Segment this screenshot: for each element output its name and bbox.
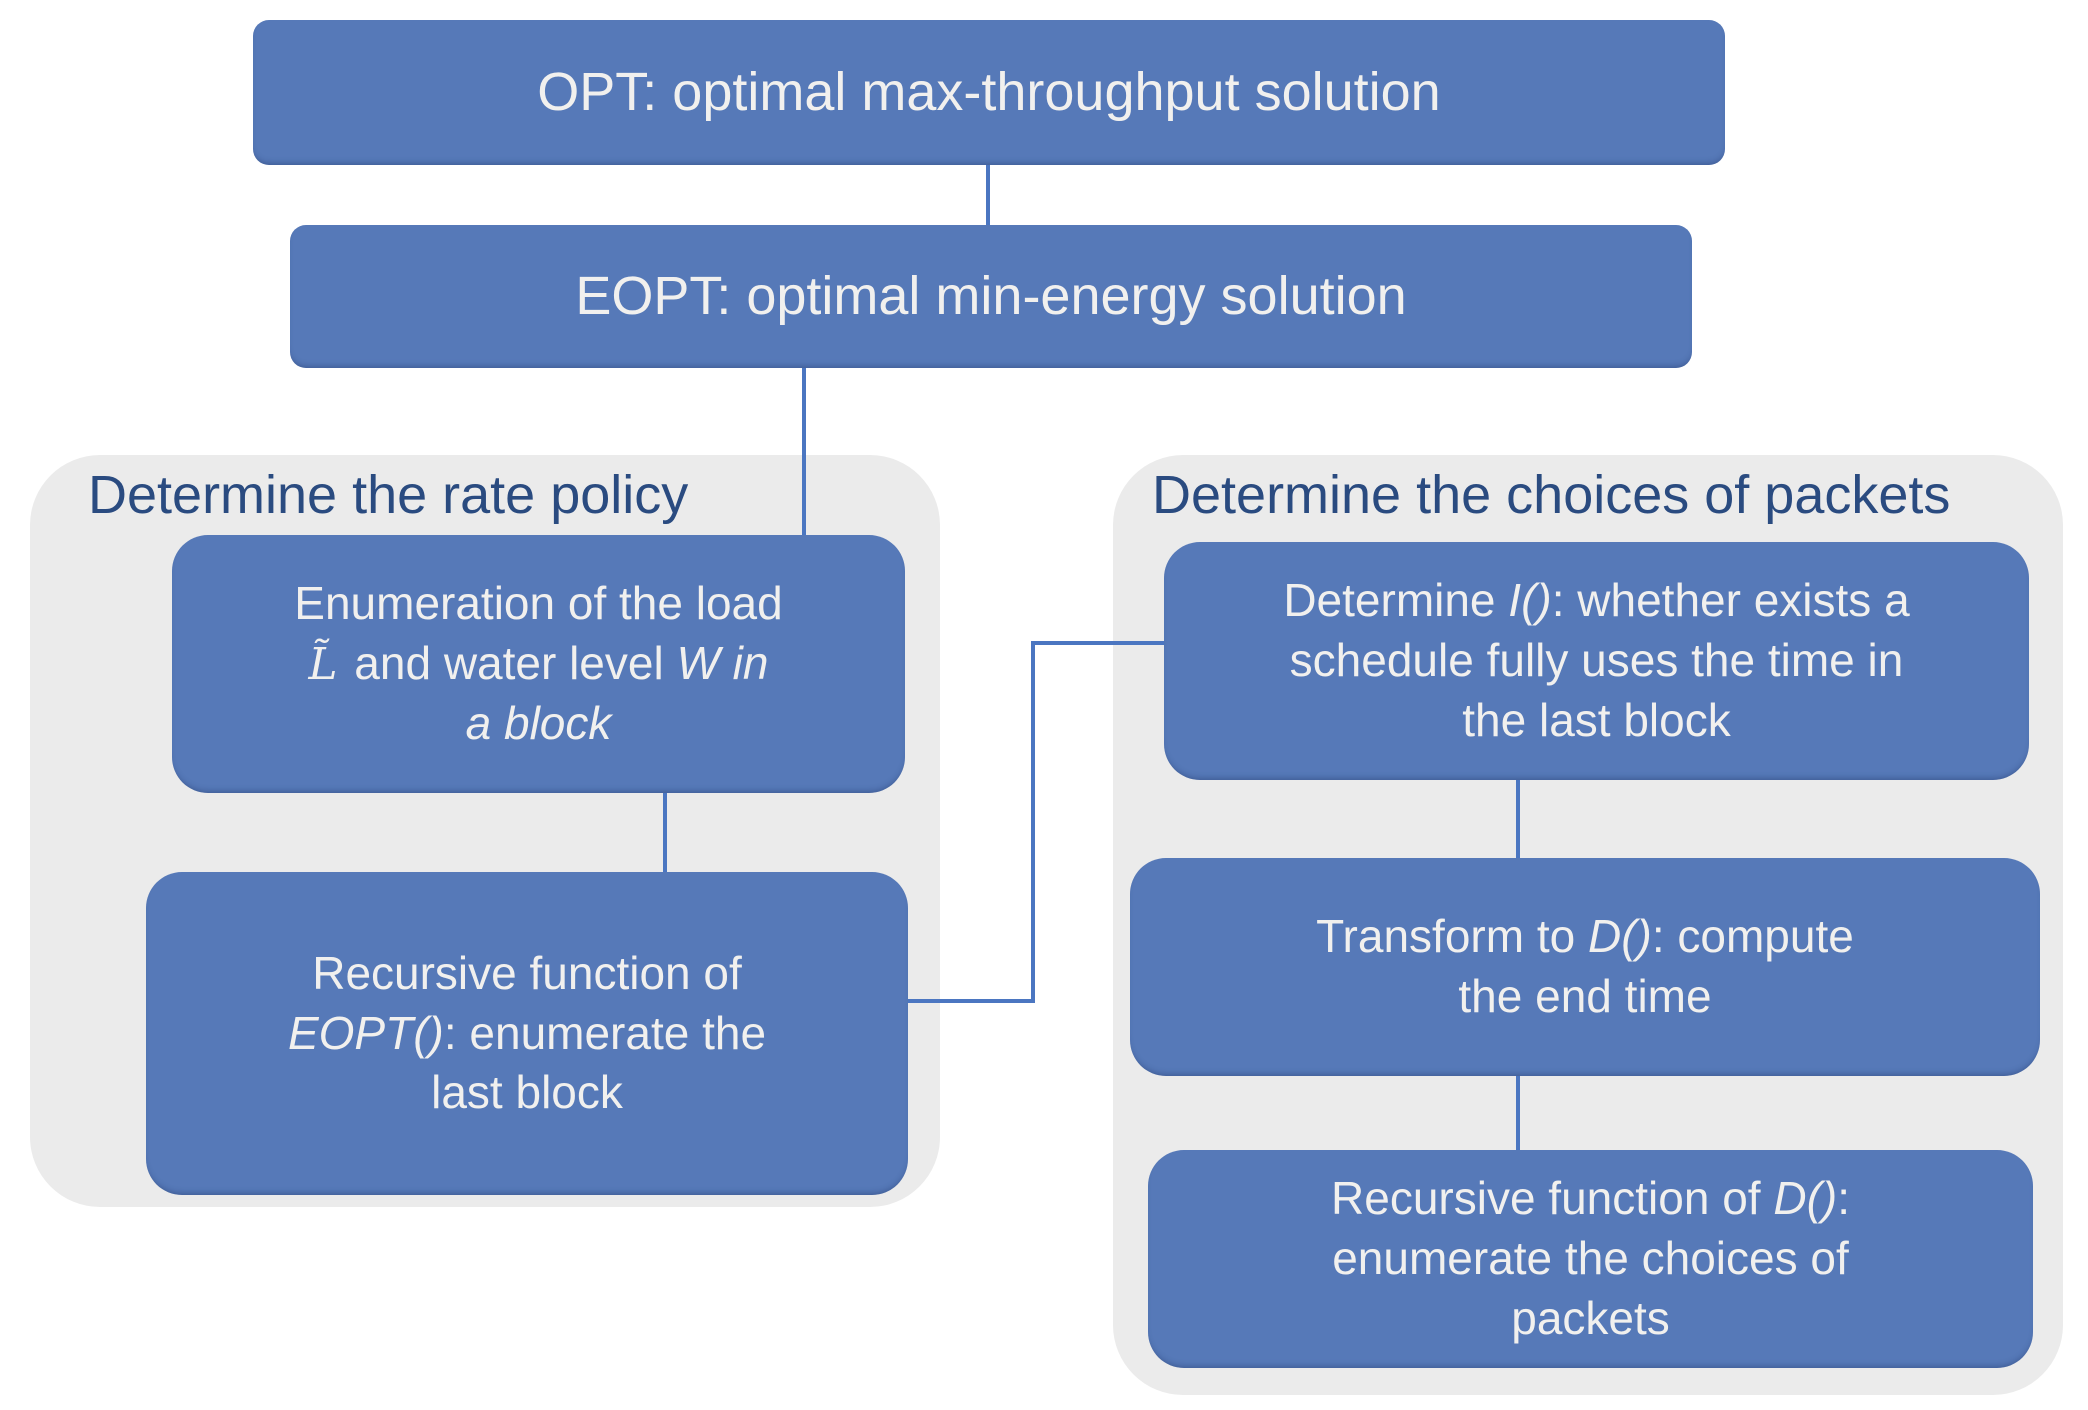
node-transform-d-label: Transform to D(): compute the end time bbox=[1305, 907, 1865, 1027]
group-choices-of-packets-title: Determine the choices of packets bbox=[1152, 465, 1951, 525]
node-recursive-eopt-label: Recursive function of EOPT(): enumerate … bbox=[267, 944, 787, 1123]
l-tilde-symbol: L̃ bbox=[308, 639, 338, 691]
text-segment: and water level bbox=[341, 637, 677, 690]
text-segment: : whether exists a schedule fully uses t… bbox=[1289, 574, 1910, 746]
eopt-function-symbol: EOPT() bbox=[287, 1006, 444, 1059]
connector-elbow-horizontal-bottom bbox=[906, 999, 1035, 1003]
node-determine-i: Determine I(): whether exists a schedule… bbox=[1164, 542, 2029, 780]
node-opt-label: OPT: optimal max-throughput solution bbox=[537, 62, 1441, 123]
node-transform-d: Transform to D(): compute the end time bbox=[1130, 858, 2040, 1076]
i-function-symbol: I() bbox=[1508, 574, 1552, 627]
text-segment: Recursive function of bbox=[1331, 1172, 1774, 1225]
text-segment: Enumeration of the load bbox=[294, 577, 783, 630]
connector-eopt-to-enumeration bbox=[802, 366, 806, 537]
text-segment: : enumerate the choices of packets bbox=[1332, 1172, 1850, 1344]
connector-enumeration-to-recursive-eopt bbox=[663, 792, 667, 873]
text-segment: : enumerate the last block bbox=[431, 1006, 767, 1119]
node-determine-i-label: Determine I(): whether exists a schedule… bbox=[1267, 571, 1927, 750]
connector-elbow-horizontal-top bbox=[1031, 641, 1166, 645]
node-eopt-label: EOPT: optimal min-energy solution bbox=[575, 266, 1407, 327]
connector-transform-d-to-recursive-d bbox=[1516, 1075, 1520, 1151]
node-recursive-eopt: Recursive function of EOPT(): enumerate … bbox=[146, 872, 908, 1195]
connector-opt-to-eopt bbox=[986, 163, 990, 227]
node-recursive-d: Recursive function of D(): enumerate the… bbox=[1148, 1150, 2033, 1368]
text-segment: : compute the end time bbox=[1458, 910, 1854, 1022]
node-enumeration-load: Enumeration of the load L̃ and water lev… bbox=[172, 535, 905, 793]
node-recursive-d-label: Recursive function of D(): enumerate the… bbox=[1311, 1169, 1871, 1348]
group-rate-policy-title: Determine the rate policy bbox=[88, 465, 689, 525]
a-block-text: a block bbox=[465, 696, 612, 749]
node-opt: OPT: optimal max-throughput solution bbox=[253, 20, 1725, 165]
d-function-symbol: D() bbox=[1587, 910, 1652, 963]
node-enumeration-load-label: Enumeration of the load L̃ and water lev… bbox=[279, 574, 799, 753]
connector-elbow-vertical bbox=[1031, 641, 1035, 1003]
node-eopt: EOPT: optimal min-energy solution bbox=[290, 225, 1692, 368]
text-segment: Transform to bbox=[1316, 910, 1588, 963]
w-in-symbol: W in bbox=[676, 637, 769, 690]
d-function-symbol: D() bbox=[1773, 1172, 1838, 1225]
text-segment: Recursive function of bbox=[312, 946, 742, 999]
connector-determine-i-to-transform-d bbox=[1516, 779, 1520, 859]
text-segment: Determine bbox=[1283, 574, 1509, 627]
